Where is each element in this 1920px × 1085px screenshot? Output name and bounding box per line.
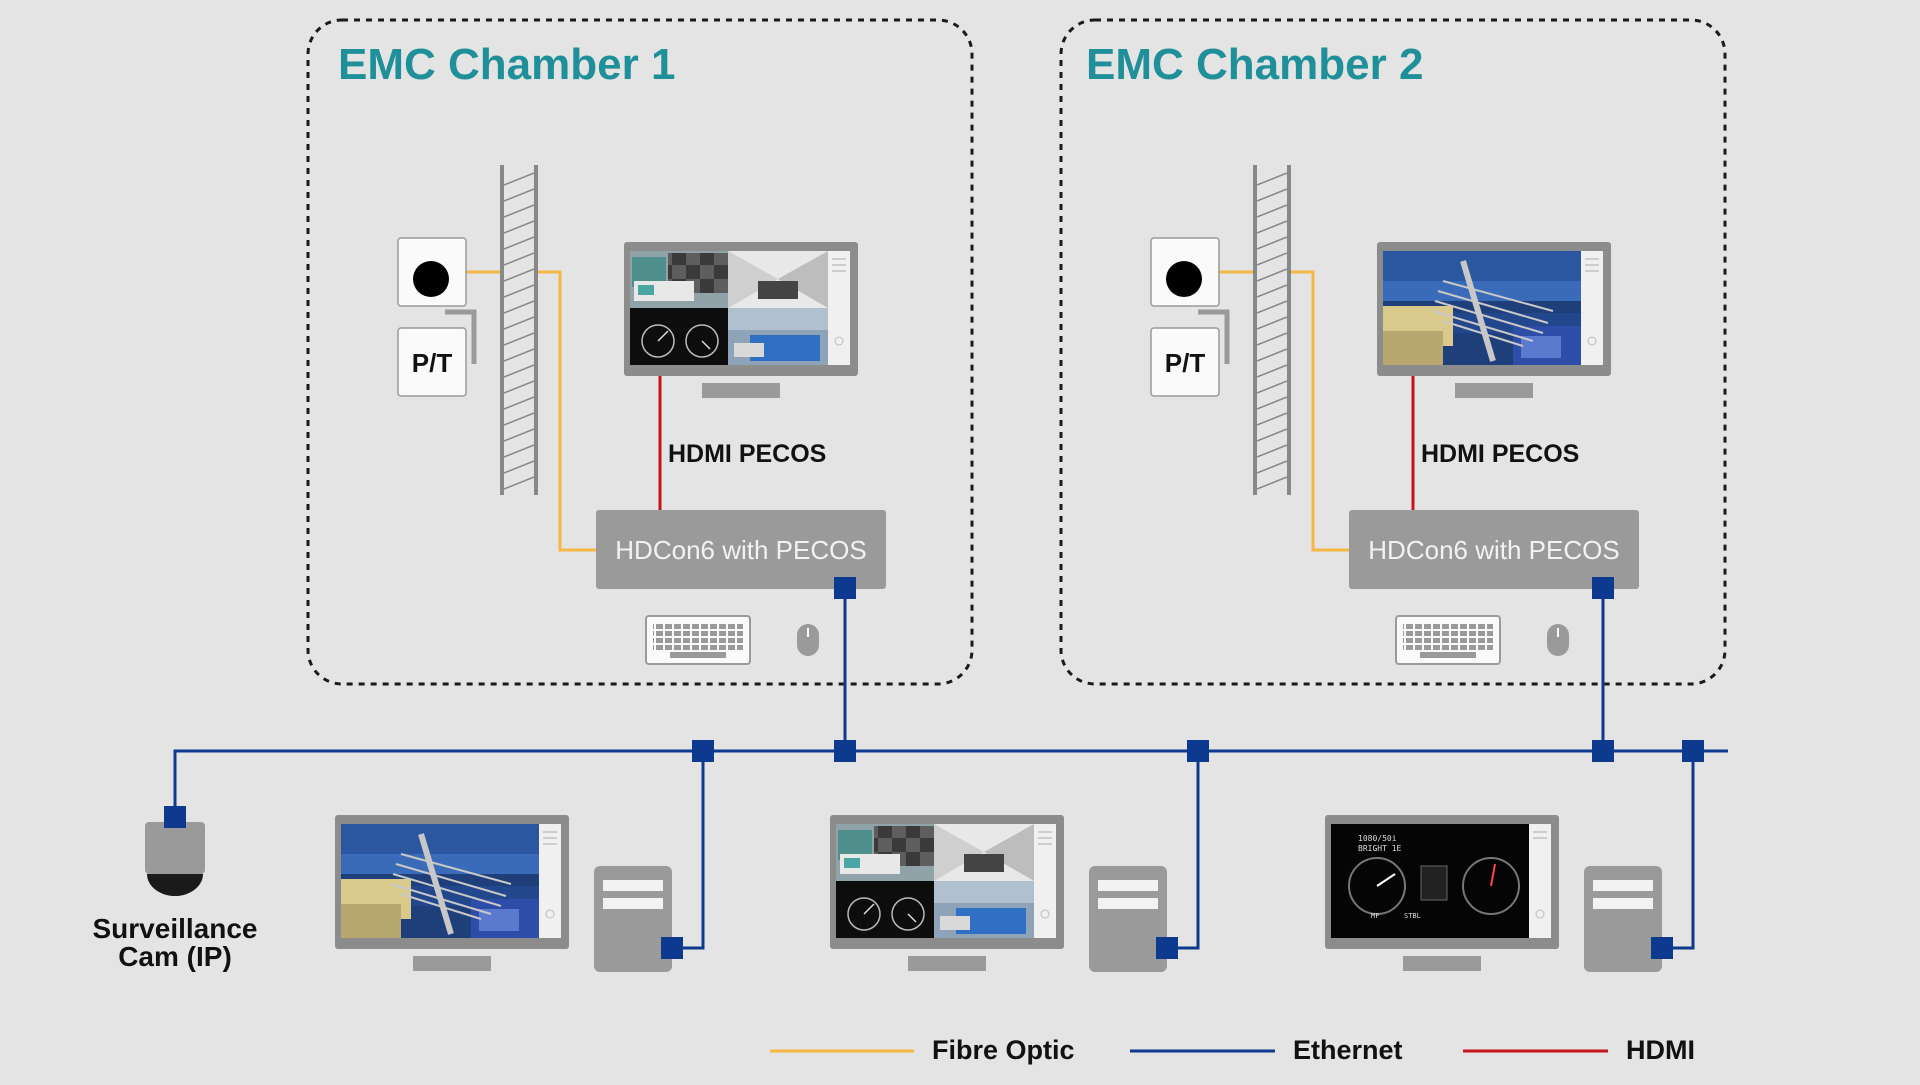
surveillance-label-line1: Surveillance <box>93 913 258 944</box>
ethernet-line <box>1167 751 1200 950</box>
workstation-3: 1080/50i BRIGHT 1E MF STBL <box>1325 815 1662 972</box>
pc-tower-icon <box>1089 866 1167 972</box>
chamber-1-title: EMC Chamber 1 <box>338 40 675 89</box>
ethernet-line <box>672 751 705 950</box>
ip-camera-icon <box>145 822 205 896</box>
antenna-icon <box>499 164 539 496</box>
mouse-icon <box>1546 623 1570 657</box>
chamber-2-fibre-lines <box>1219 270 1349 552</box>
workstation-1 <box>335 815 672 972</box>
monitor-screen <box>1383 251 1603 365</box>
junction-node <box>661 937 683 959</box>
keyboard-icon <box>1395 615 1501 665</box>
pc-tower-icon <box>1584 866 1662 972</box>
junction-node <box>834 740 856 762</box>
hdcon6-box: HDCon6 with PECOS <box>1349 510 1639 589</box>
screen-text-stbl: STBL <box>1404 912 1421 920</box>
junction-node <box>1187 740 1209 762</box>
screen-text-line2: BRIGHT 1E <box>1358 844 1402 853</box>
pt-label: P/T <box>1165 348 1206 378</box>
pc-tower-icon <box>594 866 672 972</box>
hdmi-pecos-label: HDMI PECOS <box>668 440 826 468</box>
screen-text-line1: 1080/50i <box>1358 834 1397 843</box>
junction-node <box>1592 577 1614 599</box>
monitor-screen <box>341 824 561 938</box>
hdcon6-label: HDCon6 with PECOS <box>615 535 866 565</box>
monitor-icon <box>624 242 858 398</box>
legend-label-hdmi: HDMI <box>1626 1035 1695 1065</box>
junction-node <box>1156 937 1178 959</box>
monitor-screen <box>629 250 851 366</box>
camera-icon <box>397 237 467 307</box>
camera-icon <box>1150 237 1220 307</box>
junction-node <box>692 740 714 762</box>
keyboard-icon <box>645 615 751 665</box>
pan-tilt-icon: P/T <box>1150 309 1230 397</box>
chamber-2: EMC Chamber 2 P/T HDMI PECOS HDCon6 with… <box>1059 18 1727 686</box>
chamber-2-boundary <box>1059 18 1727 686</box>
antenna-icon <box>1252 164 1292 496</box>
workstation-2 <box>830 815 1167 972</box>
monitor-icon <box>1377 242 1611 398</box>
junction-node <box>1682 740 1704 762</box>
chamber-1: EMC Chamber 1 P/T HDMI PECOS <box>306 18 974 686</box>
fibre-line <box>1291 270 1349 552</box>
monitor-icon <box>335 815 569 971</box>
chamber-1-fibre-lines <box>466 270 596 552</box>
ethernet-line <box>1662 751 1695 950</box>
ethernet-bus <box>173 749 1728 810</box>
hdcon6-box: HDCon6 with PECOS <box>596 510 886 589</box>
hdmi-pecos-label: HDMI PECOS <box>1421 440 1579 468</box>
monitor-icon: 1080/50i BRIGHT 1E MF STBL <box>1325 815 1559 971</box>
legend: Fibre Optic Ethernet HDMI <box>770 1035 1695 1065</box>
mouse-icon <box>796 623 820 657</box>
chamber-2-title: EMC Chamber 2 <box>1086 40 1423 89</box>
junction-node <box>164 806 186 828</box>
screen-text-mf: MF <box>1371 912 1379 920</box>
junction-node <box>834 577 856 599</box>
pt-label: P/T <box>412 348 453 378</box>
surveillance-label-line2: Cam (IP) <box>118 941 232 972</box>
fibre-line <box>538 270 596 552</box>
hdcon6-label: HDCon6 with PECOS <box>1368 535 1619 565</box>
network-junctions <box>164 577 1704 959</box>
chamber-1-boundary <box>306 18 974 686</box>
monitor-icon <box>830 815 1064 971</box>
junction-node <box>1651 937 1673 959</box>
junction-node <box>1592 740 1614 762</box>
legend-label-fibre: Fibre Optic <box>932 1035 1075 1065</box>
pan-tilt-icon: P/T <box>397 309 477 397</box>
legend-label-ethernet: Ethernet <box>1293 1035 1403 1065</box>
monitor-screen <box>835 823 1057 939</box>
